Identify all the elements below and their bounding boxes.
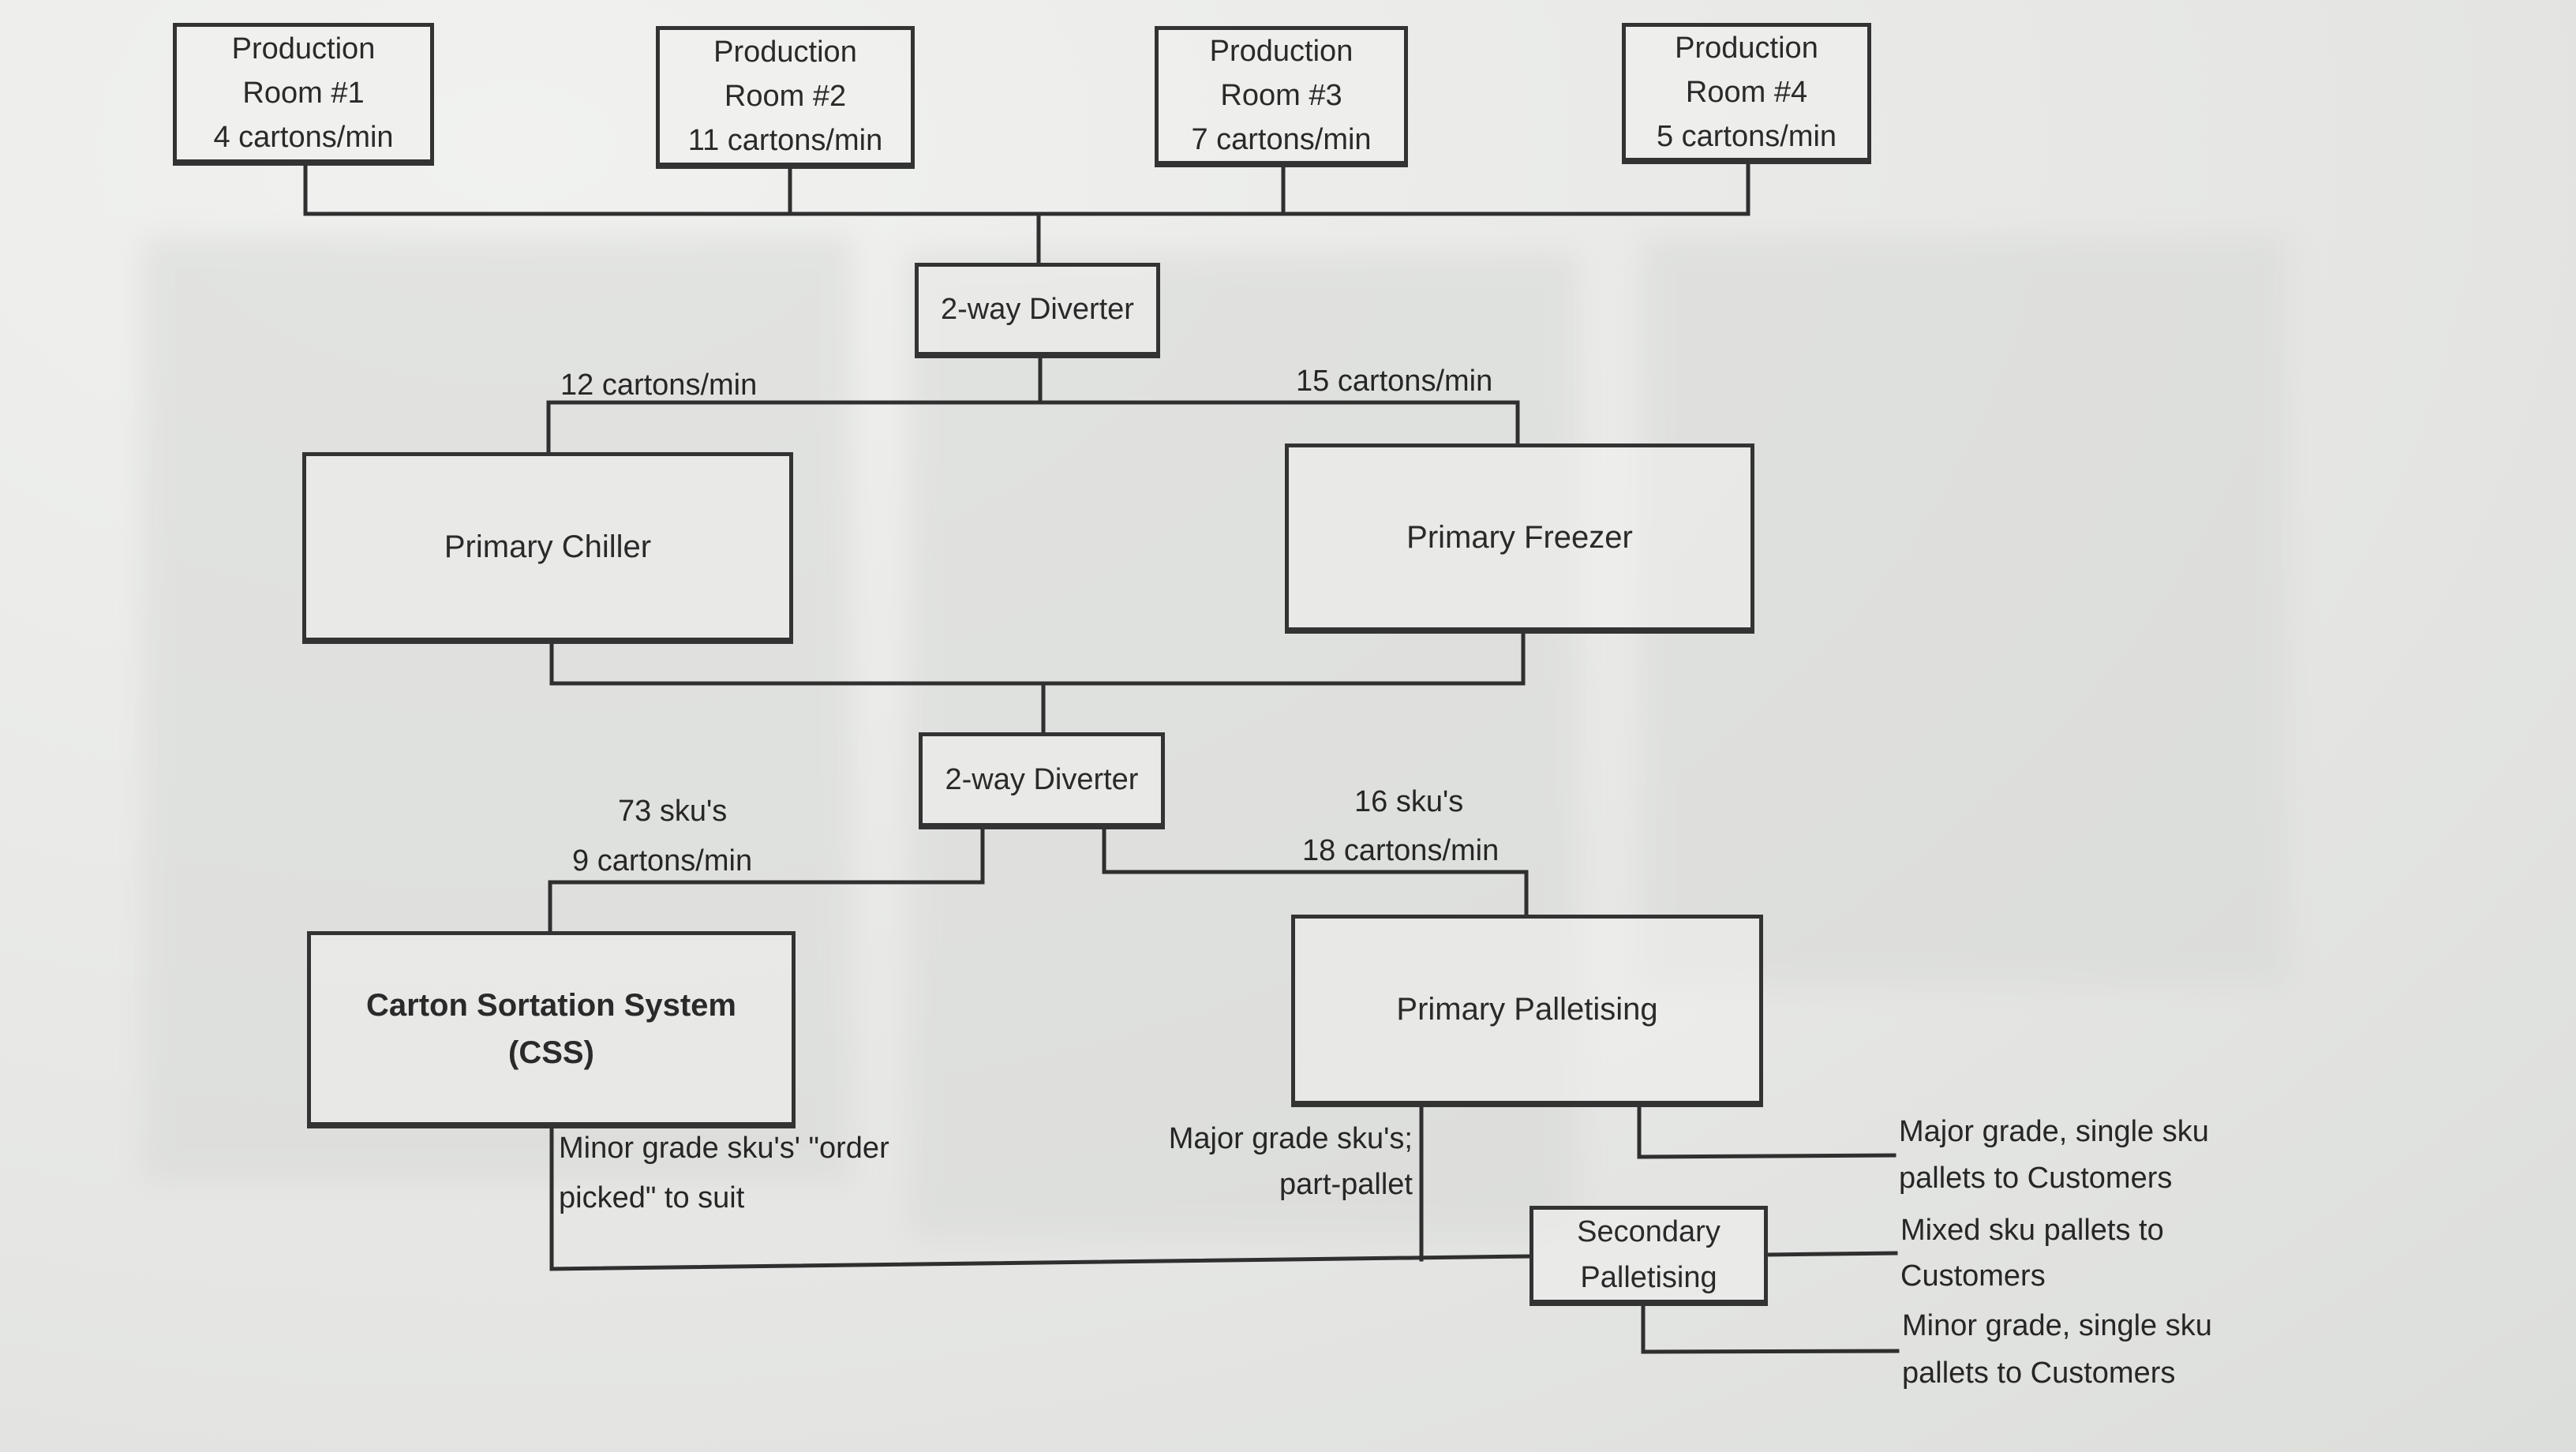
room-rate: 5 cartons/min: [1656, 120, 1837, 153]
production-room-1: Production Room #1 4 cartons/min: [173, 23, 434, 166]
primary-chiller: Primary Chiller: [302, 452, 793, 644]
room-rate: 4 cartons/min: [213, 121, 394, 154]
room-number: Room #2: [724, 80, 847, 113]
primary-palletising-label: Primary Palletising: [1396, 992, 1658, 1027]
diverter-2: 2-way Diverter: [919, 732, 1165, 829]
flow-label-to-freezer: 15 cartons/min: [1296, 365, 1493, 398]
connector: [549, 1126, 1532, 1271]
connector: [1102, 827, 1529, 917]
room-title: Production: [1209, 35, 1354, 68]
output-major-grade-line2: pallets to Customers: [1899, 1162, 2173, 1195]
room-title: Production: [1675, 32, 1818, 65]
output-minor-grade-line1: Minor grade, single sku: [1902, 1309, 2212, 1342]
secondary-palletising-line1: Secondary: [1577, 1215, 1720, 1248]
output-mixed-sku-line1: Mixed sku pallets to: [1900, 1214, 2164, 1247]
flow-label-palletising-skus: 16 sku's: [1354, 785, 1464, 818]
production-room-4: Production Room #4 5 cartons/min: [1622, 23, 1871, 164]
connector: [548, 827, 985, 934]
room-number: Room #4: [1685, 76, 1808, 109]
freezer-label: Primary Freezer: [1406, 519, 1633, 555]
output-major-grade-line1: Major grade, single sku: [1899, 1115, 2209, 1148]
flow-label-palletising-rate: 18 cartons/min: [1302, 834, 1500, 867]
output-minor-grade-line2: pallets to Customers: [1902, 1357, 2176, 1390]
room-number: Room #3: [1220, 79, 1342, 112]
chiller-label: Primary Chiller: [444, 529, 652, 564]
room-rate: 7 cartons/min: [1191, 123, 1372, 156]
connector: [1641, 1304, 1900, 1354]
part-pallet-label-line2: part-pallet: [1279, 1168, 1413, 1201]
primary-palletising: Primary Palletising: [1291, 915, 1763, 1107]
room-title: Production: [713, 36, 857, 69]
room-title: Production: [231, 32, 376, 65]
css-output-label-line2: picked" to suit: [559, 1181, 745, 1214]
part-pallet-label-line1: Major grade sku's;: [1168, 1122, 1413, 1155]
connector: [303, 163, 1750, 216]
connector: [1637, 1105, 1896, 1159]
room-number: Room #1: [242, 77, 365, 110]
css-output-label-line1: Minor grade sku's' "order: [559, 1132, 889, 1165]
production-room-2: Production Room #2 11 cartons/min: [656, 26, 915, 169]
flow-label-to-chiller: 12 cartons/min: [560, 369, 758, 402]
diverter-1: 2-way Diverter: [915, 263, 1160, 358]
css-title: Carton Sortation System: [366, 987, 736, 1023]
production-room-3: Production Room #3 7 cartons/min: [1155, 26, 1408, 167]
output-mixed-sku-line2: Customers: [1900, 1259, 2046, 1293]
carton-sortation-system: Carton Sortation System (CSS): [307, 931, 796, 1128]
connector: [546, 400, 1520, 455]
connector: [549, 631, 1526, 686]
connector: [1765, 1251, 1898, 1257]
primary-freezer: Primary Freezer: [1285, 443, 1754, 634]
flow-label-css-skus: 73 sku's: [618, 795, 728, 828]
diverter-label: 2-way Diverter: [941, 293, 1134, 326]
diverter-label: 2-way Diverter: [945, 763, 1139, 796]
secondary-palletising-line2: Palletising: [1580, 1261, 1717, 1294]
room-rate: 11 cartons/min: [687, 124, 883, 157]
flow-label-css-rate: 9 cartons/min: [572, 844, 753, 878]
secondary-palletising: Secondary Palletising: [1530, 1206, 1768, 1306]
css-abbrev: (CSS): [508, 1035, 594, 1070]
